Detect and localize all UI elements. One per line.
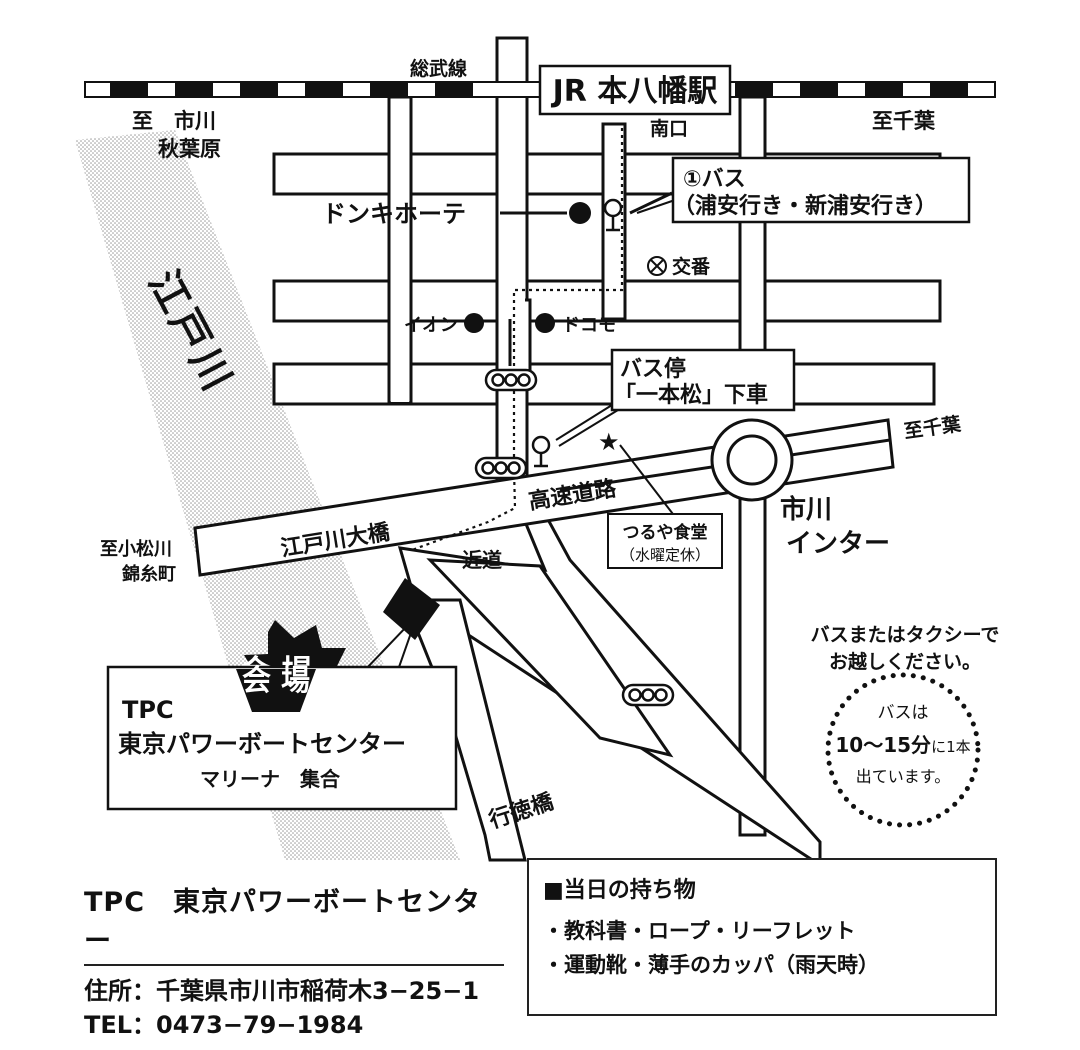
dir-komatsugawa: 至小松川 bbox=[100, 538, 172, 560]
ic-label-2: インター bbox=[786, 529, 890, 559]
station-name: JR 本八幡駅 bbox=[551, 74, 718, 109]
venue-name: 東京パワーボートセンター bbox=[118, 730, 406, 758]
donki-label: ドンキホーテ bbox=[322, 200, 466, 228]
venue-info: TPC 東京パワーボートセンター 住所：千葉県市川市稲荷木3−25−1 TEL：… bbox=[84, 880, 504, 1042]
dir-ichikawa: 至 市川 bbox=[132, 109, 216, 133]
south-exit-label: 南口 bbox=[650, 118, 688, 140]
bus-frequency-bubble bbox=[825, 672, 981, 828]
venue-tpc: TPC bbox=[122, 696, 174, 724]
venue-tel: TEL：0473−79−1984 bbox=[84, 1011, 364, 1039]
restaurant-holiday: （水曜定休） bbox=[620, 546, 710, 564]
bus1-label: ①バス bbox=[683, 167, 746, 192]
busstop-label: バス停 bbox=[620, 356, 686, 382]
bus1-box bbox=[671, 156, 971, 224]
bus1-destination: （浦安行き・新浦安行き） bbox=[673, 193, 937, 219]
shortcut-label: 近道 bbox=[462, 548, 502, 572]
ic-label-1: 市川 bbox=[780, 494, 832, 525]
traffic-signal-icon bbox=[484, 368, 538, 392]
station-box bbox=[538, 64, 732, 116]
bus-stop-ipponmatsu-icon bbox=[531, 435, 551, 468]
railway-label: 総武線 bbox=[410, 57, 467, 80]
transport-note-2: お越しください。 bbox=[829, 650, 981, 673]
docomo-label: ドコモ bbox=[562, 315, 616, 336]
venue-address: 住所：千葉県市川市稲荷木3−25−1 bbox=[84, 977, 480, 1005]
traffic-signal-icon bbox=[474, 456, 528, 480]
koban-label: 交番 bbox=[672, 255, 711, 278]
belongings-box: ■当日の持ち物 ・教科書・ロープ・リーフレット ・運動靴・薄手のカッパ（雨天時） bbox=[527, 858, 997, 1016]
freq-line-3: 出ています。 bbox=[856, 767, 950, 786]
aeon-marker bbox=[464, 313, 484, 333]
busstop-instruction: 「一本松」下車 bbox=[614, 383, 768, 408]
svg-text:会 場: 会 場 bbox=[242, 663, 310, 697]
freq-line-1: バスは bbox=[878, 703, 929, 723]
dir-akihabara: 秋葉原 bbox=[158, 137, 221, 161]
traffic-signal-icon bbox=[621, 683, 675, 707]
venue-footer-name: TPC 東京パワーボートセンター bbox=[84, 880, 504, 966]
belongings-row-1: ・教科書・ロープ・リーフレット bbox=[543, 919, 856, 943]
docomo-marker bbox=[535, 313, 555, 333]
bus-stop-1-icon bbox=[603, 198, 623, 232]
aeon-label: イオン bbox=[404, 315, 458, 336]
transport-note-1: バスまたはタクシーで bbox=[811, 624, 1000, 646]
dir-chiba-right: 至千葉 bbox=[903, 413, 963, 443]
restaurant-name: つるや食堂 bbox=[623, 522, 708, 543]
restaurant-box bbox=[607, 513, 723, 569]
dir-kinshicho: 錦糸町 bbox=[122, 563, 176, 585]
belongings-row-2: ・運動靴・薄手のカッパ（雨天時） bbox=[543, 953, 879, 977]
busstop-box bbox=[610, 348, 796, 412]
star-icon: ★ bbox=[598, 428, 620, 456]
venue-building bbox=[383, 578, 440, 640]
venue-meeting: マリーナ 集合 bbox=[200, 767, 341, 791]
freq-line-2: 10〜15分に1本 bbox=[835, 733, 970, 757]
koban-icon bbox=[647, 256, 667, 276]
donki-marker bbox=[569, 202, 591, 224]
dir-chiba-top: 至千葉 bbox=[872, 109, 936, 133]
belongings-heading: ■当日の持ち物 bbox=[543, 878, 696, 903]
